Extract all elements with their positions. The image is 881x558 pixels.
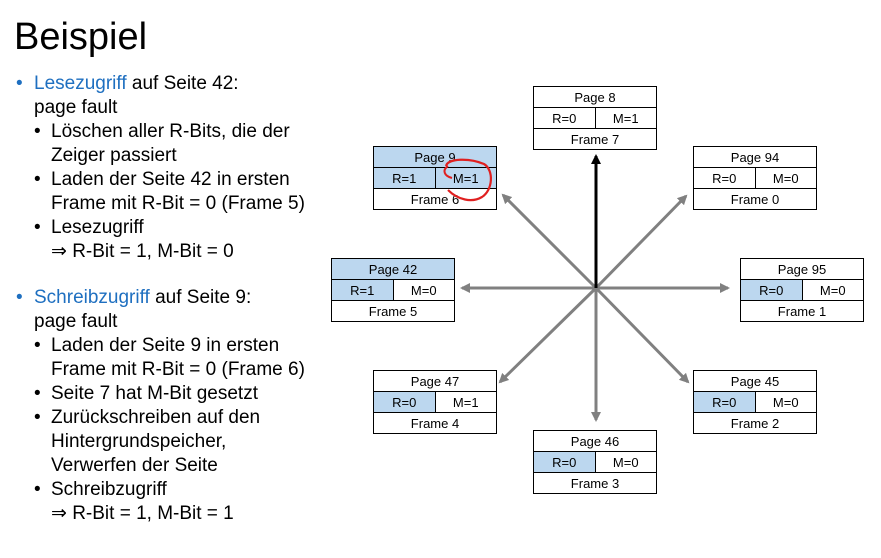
frame-number-label: Frame 0: [730, 191, 780, 207]
sub-bullet-line: Laden der Seite 42 in ersten: [51, 169, 290, 190]
m-bit-cell: M=0: [754, 392, 817, 412]
bullet-write-access: Schreibzugriff auf Seite 9: page fault L…: [14, 286, 359, 526]
frame-number-label: Frame 6: [410, 191, 460, 207]
frame-number-label: Frame 1: [777, 303, 827, 319]
sub-bullet-line: ⇒ R-Bit = 1, M-Bit = 1: [51, 503, 234, 524]
sub-bullet-line: Hintergrundspeicher,: [51, 431, 227, 452]
frame-page-label: Page 94: [694, 147, 816, 168]
arrow-to-frame-4: [498, 286, 598, 384]
sub-bullet-line: Laden der Seite 9 in ersten: [51, 335, 280, 356]
m-bit-cell: M=1: [434, 168, 496, 188]
bullet-read-highlight: Lesezugriff: [34, 73, 127, 94]
sub-bullet-line: Löschen aller R-Bits, die der: [51, 121, 290, 142]
sub-bullet: Schreibzugriff ⇒ R-Bit = 1, M-Bit = 1: [34, 478, 359, 526]
bullet-write-line2: page fault: [34, 311, 118, 332]
r-bit-cell: R=0: [552, 110, 577, 126]
frame-page-label: Page 45: [694, 371, 816, 392]
r-bit-cell: R=0: [694, 392, 755, 412]
frame-page-label: Page 46: [534, 431, 656, 452]
frame-page-label: Page 47: [374, 371, 496, 392]
bullet-read-access: Lesezugriff auf Seite 42: page fault Lös…: [14, 72, 359, 264]
bullet-read-line2: page fault: [34, 97, 118, 118]
r-bit-cell: R=0: [374, 392, 435, 412]
frame-bits-row: R=0 M=1: [534, 108, 656, 129]
frame-number-label: Frame 3: [570, 475, 620, 491]
arrow-to-frame-2: [594, 286, 690, 384]
sub-bullet-line: Schreibzugriff: [51, 479, 167, 500]
m-bit-cell: M=1: [594, 108, 657, 128]
frame-number-label: Frame 5: [368, 303, 418, 319]
bullet-list: Lesezugriff auf Seite 42: page fault Lös…: [14, 72, 359, 526]
bullet-write-highlight: Schreibzugriff: [34, 287, 150, 308]
sub-bullet-line: Zeiger passiert: [51, 145, 177, 166]
frame-number-label: Frame 7: [570, 131, 620, 147]
frame-number-label: Frame 2: [730, 415, 780, 431]
sub-bullet: Seite 7 hat M-Bit gesetzt: [34, 382, 359, 406]
slide-title: Beispiel: [14, 16, 148, 58]
frame-bits-row: R=0 M=0: [694, 168, 816, 189]
m-bit-cell: M=0: [594, 452, 657, 472]
m-bit-cell: M=1: [434, 392, 497, 412]
frame-page-label: Page 8: [534, 87, 656, 108]
sub-bullet-line: ⇒ R-Bit = 1, M-Bit = 0: [51, 241, 234, 262]
m-bit-cell: M=0: [754, 168, 817, 188]
r-bit-cell: R=1: [332, 280, 393, 300]
sub-bullet: Zurückschreiben auf denHintergrundspeich…: [34, 406, 359, 478]
m-bit-cell: M=0: [801, 280, 864, 300]
r-bit-cell: R=0: [712, 170, 737, 186]
frame-page-label: Page 95: [741, 259, 863, 280]
m-bit-cell: M=0: [392, 280, 455, 300]
bullet-read-rest: auf Seite 42:: [126, 73, 239, 94]
frame-page-label: Page 9: [374, 147, 496, 168]
r-bit-cell: R=1: [374, 168, 435, 188]
frame-number-label: Frame 4: [410, 415, 460, 431]
sub-bullet-line: Frame mit R-Bit = 0 (Frame 6): [51, 359, 305, 380]
sub-bullet: Lesezugriff ⇒ R-Bit = 1, M-Bit = 0: [34, 216, 359, 264]
frame-page-label: Page 42: [332, 259, 454, 280]
bullet-write-rest: auf Seite 9:: [149, 287, 252, 308]
r-bit-cell: R=0: [741, 280, 802, 300]
sub-bullet-line: Frame mit R-Bit = 0 (Frame 5): [51, 193, 305, 214]
sub-bullet-line: Verwerfen der Seite: [51, 455, 218, 476]
sub-bullet-line: Zurückschreiben auf den: [51, 407, 261, 428]
arrow-to-frame-0: [594, 194, 688, 290]
r-bit-cell: R=0: [534, 452, 595, 472]
arrow-to-frame-6: [501, 193, 598, 290]
sub-bullet-line: Lesezugriff: [51, 217, 144, 238]
sub-bullet-line: Seite 7 hat M-Bit gesetzt: [51, 383, 258, 404]
